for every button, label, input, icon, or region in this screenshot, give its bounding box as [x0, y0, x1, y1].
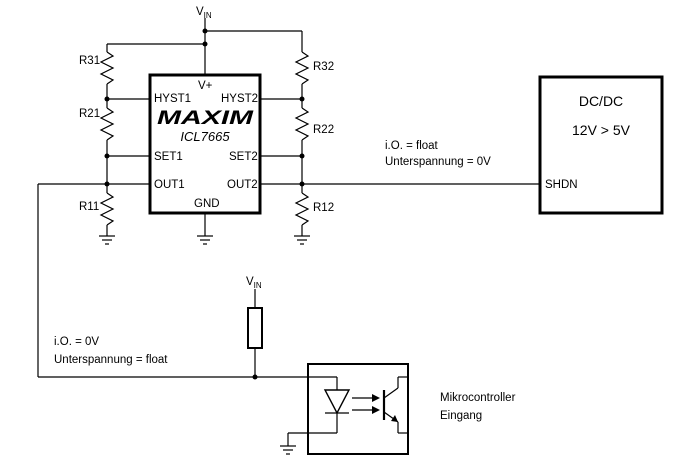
junction-vin-left — [202, 41, 208, 47]
optocoupler-box — [307, 363, 409, 455]
ic-pin-gnd: GND — [194, 198, 220, 210]
junction-vin-top — [202, 28, 208, 34]
ic-pin-out1: OUT1 — [154, 179, 185, 191]
ground-symbol-left — [99, 235, 115, 245]
ic-pin-set1: SET1 — [154, 151, 183, 163]
out1-note-line2: Unterspannung = float — [54, 354, 168, 366]
r21-label: R21 — [79, 108, 100, 120]
dcdc-pin-shdn: SHDN — [545, 179, 578, 191]
ic-pin-out2: OUT2 — [227, 179, 258, 191]
junction — [104, 181, 110, 187]
junction — [299, 96, 305, 102]
ic-pin-hyst2: HYST2 — [221, 93, 258, 105]
ic-pin-vplus: V+ — [198, 80, 213, 92]
resistor-r12 — [294, 192, 310, 226]
dcdc-title: DC/DC — [579, 93, 623, 109]
out2-note-line1: i.O. = float — [385, 140, 439, 152]
maxim-logo: MAXIM — [157, 108, 255, 129]
dcdc-ratio: 12V > 5V — [572, 122, 631, 138]
resistor-r32 — [294, 51, 310, 85]
r32-label: R32 — [313, 61, 334, 73]
ic-part-number: ICL7665 — [180, 129, 230, 144]
junction — [104, 153, 110, 159]
resistor-r22 — [294, 107, 310, 141]
ground-symbol-opto — [280, 445, 296, 455]
vin2-label: VIN — [246, 276, 262, 290]
pullup-resistor — [247, 307, 263, 349]
ground-symbol-ic — [197, 235, 213, 245]
r22-label: R22 — [313, 124, 334, 136]
out2-note-line2: Unterspannung = 0V — [385, 156, 491, 168]
junction — [252, 374, 258, 380]
resistor-r31 — [99, 51, 115, 85]
junction — [299, 153, 305, 159]
vin-label: VIN — [196, 6, 212, 20]
r11-label: R11 — [79, 201, 99, 213]
dcdc-box — [538, 75, 664, 215]
mcu-label-line2: Eingang — [440, 410, 482, 422]
resistor-r11 — [99, 192, 115, 226]
junction — [104, 96, 110, 102]
ic-pin-hyst1: HYST1 — [154, 93, 191, 105]
ground-symbol-right — [294, 235, 310, 245]
r31-label: R31 — [79, 55, 100, 67]
led-diode-icon — [323, 389, 351, 415]
mcu-label-line1: Mikrocontroller — [440, 392, 516, 404]
light-arrows-icon — [352, 394, 380, 414]
r12-label: R12 — [313, 202, 334, 214]
ic-pin-set2: SET2 — [229, 151, 258, 163]
out1-note-line1: i.O. = 0V — [54, 336, 99, 348]
junction — [299, 181, 305, 187]
phototransistor-icon — [382, 376, 408, 434]
resistor-r21 — [99, 107, 115, 141]
ic-box — [148, 73, 262, 215]
